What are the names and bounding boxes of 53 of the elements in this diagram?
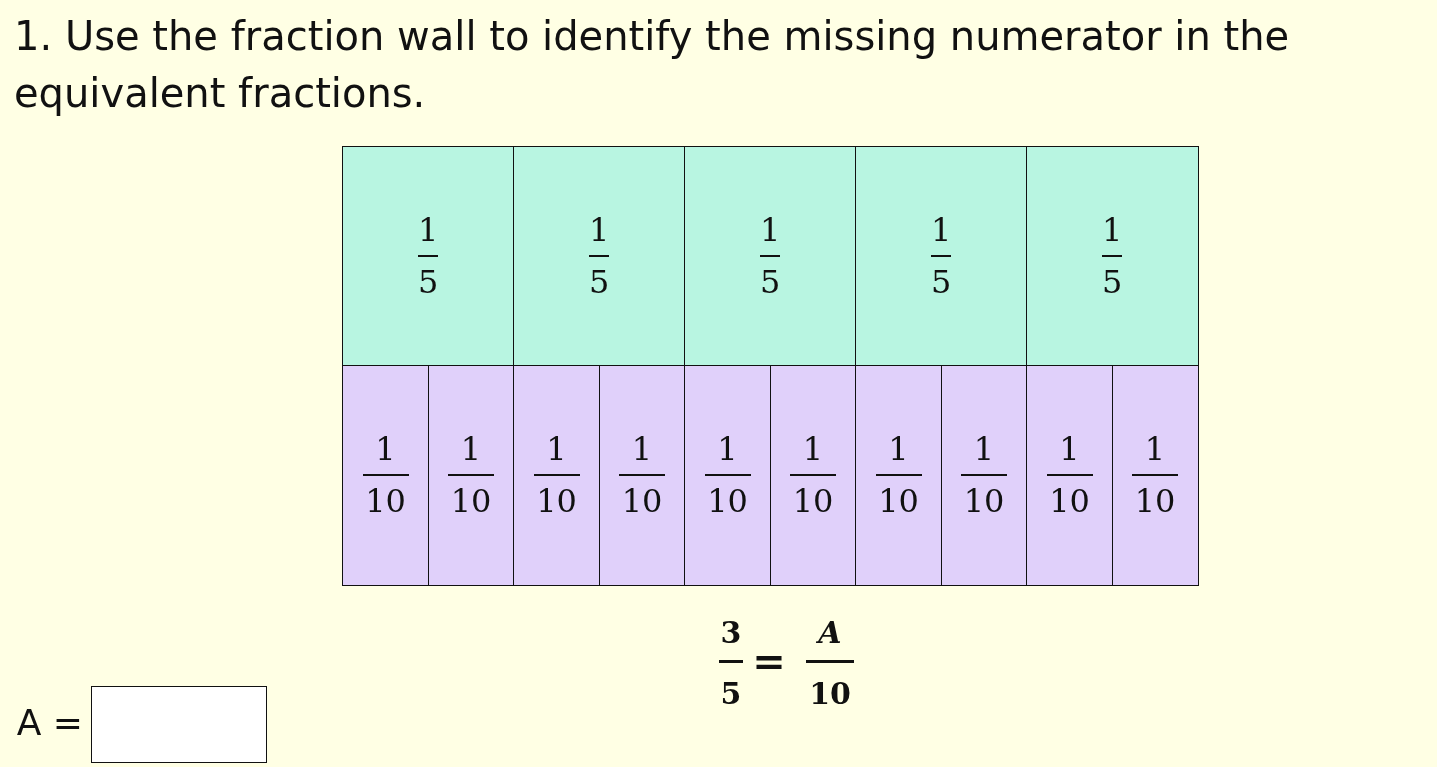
numerator: 1: [418, 211, 439, 250]
numerator: 1: [760, 211, 781, 250]
numerator: 1: [631, 430, 653, 469]
denominator: 10: [536, 482, 577, 521]
numerator: 1: [1144, 430, 1166, 469]
denominator: 10: [707, 482, 748, 521]
numerator: 1: [973, 430, 995, 469]
fraction-cell: [769, 365, 857, 586]
fraction-cell: [855, 146, 1028, 367]
denominator: 10: [809, 675, 851, 711]
fraction-cell: [598, 365, 686, 586]
denominator: 5: [589, 263, 610, 302]
numerator: 1: [1102, 211, 1123, 250]
numerator: 1: [717, 430, 738, 469]
denominator: 10: [878, 482, 919, 521]
fraction-cell: [1026, 365, 1113, 586]
denominator: 10: [365, 482, 406, 521]
fraction-cell: [684, 146, 857, 367]
fraction-cell: [513, 365, 600, 586]
fraction-cell: [1111, 365, 1199, 586]
answer-box: [91, 686, 267, 763]
fraction-cell: [342, 146, 515, 367]
denominator: 5: [418, 263, 439, 302]
numerator: 1: [1059, 430, 1080, 469]
numerator: 1: [375, 430, 396, 469]
fraction-cell: [342, 365, 429, 586]
fraction-cell: [1026, 146, 1199, 367]
numerator: 1: [460, 430, 482, 469]
question-text: 1. Use the fraction wall to identify the missing numerator in the equivalent fractions.: [14, 12, 1291, 118]
denominator: 10: [1134, 482, 1176, 521]
numerator: 1: [931, 211, 952, 250]
numerator: 1: [888, 430, 909, 469]
denominator: 5: [720, 675, 742, 711]
fraction-cell: [427, 365, 515, 586]
fraction-cell: [684, 365, 771, 586]
answer-prompt: A =: [16, 702, 83, 743]
numerator: 1: [589, 211, 610, 250]
fraction-cell: [855, 365, 942, 586]
numerator: 3: [720, 614, 742, 650]
denominator: 5: [1102, 263, 1123, 302]
numerator: 1: [546, 430, 567, 469]
numerator: A: [818, 614, 842, 650]
denominator: 5: [931, 263, 952, 302]
denominator: 5: [760, 263, 781, 302]
denominator: 10: [792, 482, 834, 521]
fraction-cell: [513, 146, 686, 367]
denominator: 10: [450, 482, 492, 521]
numerator: 1: [802, 430, 824, 469]
denominator: 10: [1049, 482, 1090, 521]
fraction-cell: [940, 365, 1028, 586]
denominator: 10: [963, 482, 1005, 521]
denominator: 10: [621, 482, 663, 521]
equals-sign: =: [752, 636, 786, 684]
